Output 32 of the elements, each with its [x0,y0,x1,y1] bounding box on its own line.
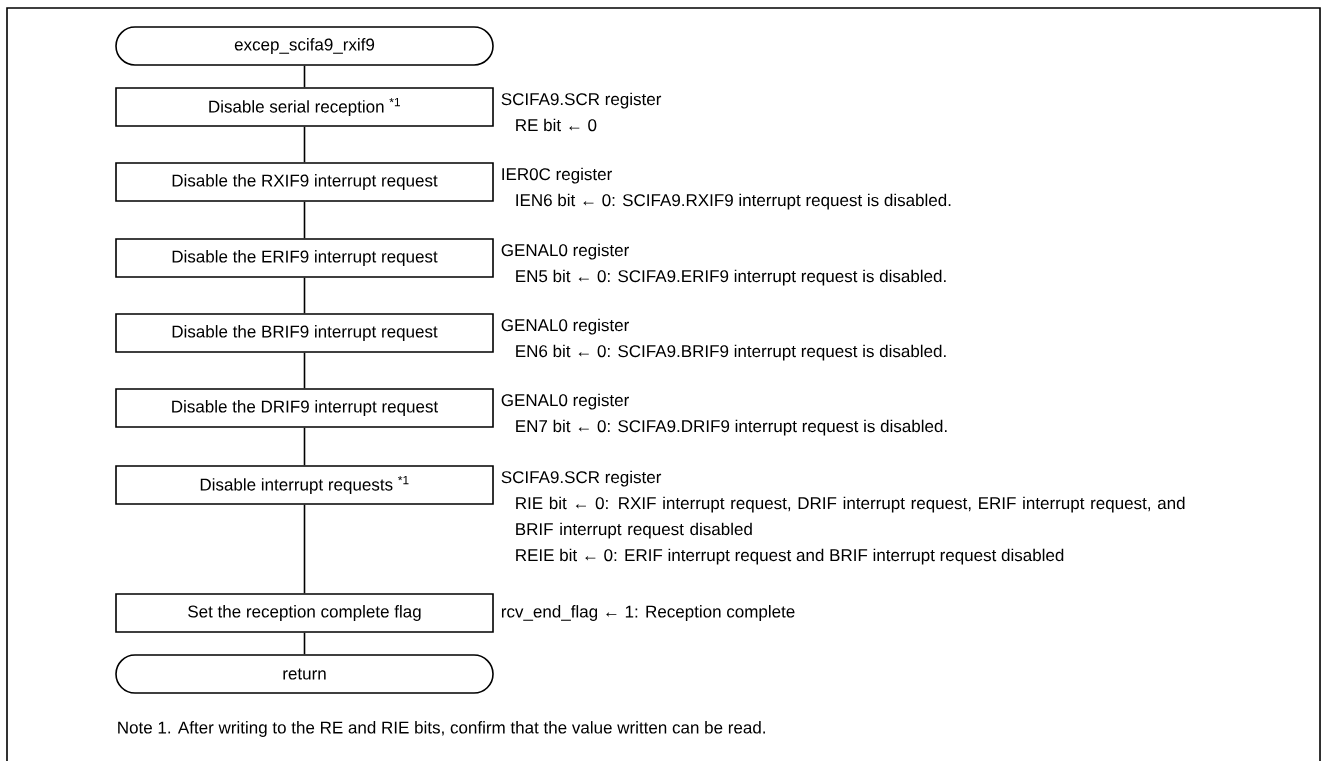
register-note: SCIFA9.SCR register [501,92,662,109]
connector-line [303,277,306,314]
terminal-box: return [115,654,494,694]
register-note: IEN6 bit ← 0: SCIFA9.RXIF9 interrupt request is disabled. [516,193,951,210]
register-note: GENAL0 register [501,393,629,410]
connector-line [303,201,306,239]
connector-line [303,65,306,88]
connector-line [303,126,306,163]
register-note: SCIFA9.SCR register [501,470,662,487]
process-box: Disable the RXIF9 interrupt request [115,162,494,202]
process-box: Disable the DRIF9 interrupt request [115,388,494,428]
register-note: RIE bit ← 0: RXIF interrupt request, DRIF interrupt request, ERIF interrupt request, and BRIF interrupt request disabled [516,496,1185,539]
process-box: Disable the ERIF9 interrupt request [115,238,494,278]
register-note: EN5 bit ← 0: SCIFA9.ERIF9 interrupt request is disabled. [516,269,946,286]
note-text: Note 1. After writing to the RE and RIE bits, confirm that the value written can be read. [118,721,765,737]
register-note: IER0C register [502,167,612,184]
connector-line [303,427,306,466]
register-note: EN6 bit ← 0: SCIFA9.BRIF9 interrupt request is disabled. [516,344,946,361]
process-box: Disable interrupt requests $^{*1}$ [115,465,494,505]
connector-line [303,504,306,594]
register-note: EN7 bit ← 0: SCIFA9.DRIF9 interrupt request is disabled. [516,419,947,436]
process-box: Disable serial reception $^{*1}$ [115,87,494,127]
process-box: Set the reception complete flag [115,593,494,633]
register-note: RE bit ← 0 [516,118,597,132]
connector-line [303,352,306,389]
terminal-box: excep_scifa9_rxif9 [115,26,494,66]
register-note: REIE bit ← 0: ERIF interrupt request and BRIF interrupt request disabled [516,548,1064,565]
register-note: GENAL0 register [501,318,629,335]
process-box: Disable the BRIF9 interrupt request [115,313,494,353]
register-note: rcv_end_flag ← 1: Reception complete [501,605,795,621]
register-note: GENAL0 register [501,243,629,260]
connector-line [303,632,306,655]
